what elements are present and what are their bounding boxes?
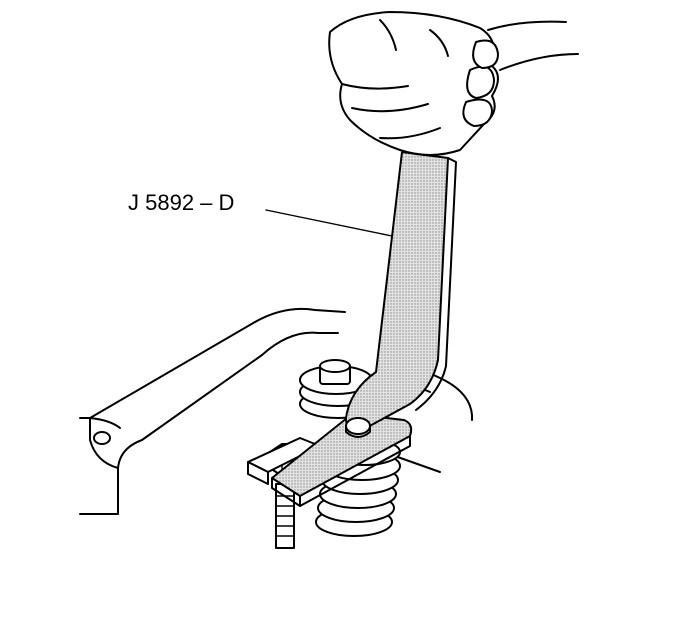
callout-leader-line — [265, 209, 393, 237]
spring-compressor-tool — [271, 151, 457, 507]
tool-callout-label: J 5892 – D — [128, 190, 234, 215]
technician-hand — [328, 11, 579, 156]
valve-spring-rear — [299, 359, 377, 419]
